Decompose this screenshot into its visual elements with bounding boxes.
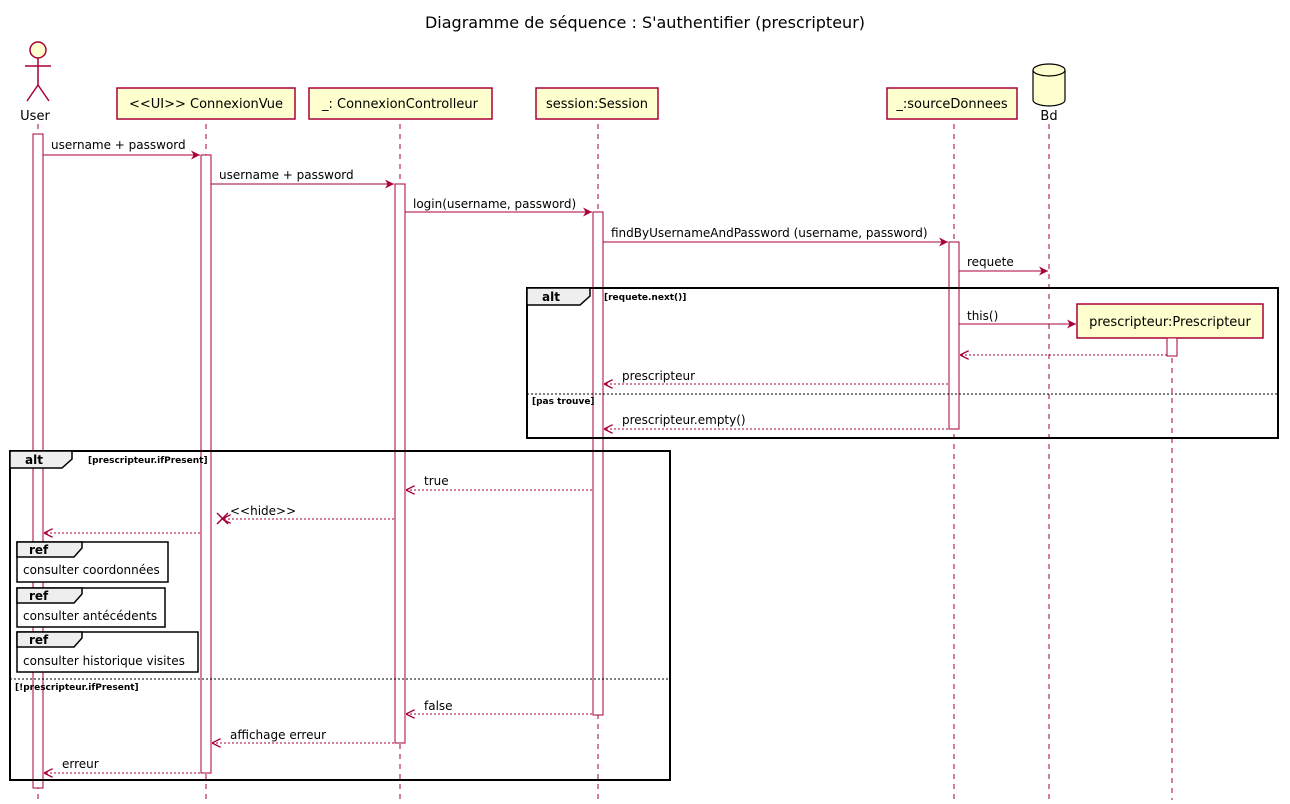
participant-label-connexion-controlleur: _: ConnexionControlleur [321, 97, 479, 112]
alt-guard: [prescripteur.ifPresent] [88, 456, 208, 466]
alt-fragment-keyword: alt [25, 453, 43, 467]
message: affichage erreur [212, 728, 394, 743]
message-label: true [424, 474, 449, 488]
message: erreur [44, 757, 200, 773]
message-label: findByUsernameAndPassword (username, pas… [611, 226, 928, 240]
message: login(username, password) [405, 197, 592, 217]
message-label: this() [967, 309, 998, 323]
message-label: login(username, password) [413, 197, 576, 211]
diagram-title: Diagramme de séquence : S'authentifier (… [425, 13, 865, 32]
participant-label-prescripteur: prescripteur:Prescripteur [1089, 315, 1251, 330]
ref-keyword: ref [29, 633, 49, 647]
message: prescripteur.empty() [604, 413, 948, 429]
actor-user: User [20, 41, 51, 124]
message: requete [959, 255, 1048, 276]
participant-bd: Bd [1032, 63, 1066, 124]
ref-keyword: ref [29, 589, 49, 603]
ref-keyword: ref [29, 543, 49, 557]
database-icon [1032, 63, 1066, 107]
stick-figure-icon [25, 41, 51, 102]
destroy-icon [216, 512, 229, 525]
participant-source-donnees: _:sourceDonnees [886, 87, 1018, 120]
ref-label: consulter antécédents [23, 609, 157, 623]
participant-label-source-donnees: _:sourceDonnees [895, 97, 1007, 112]
alt-guard: [pas trouve] [532, 397, 595, 407]
participant-label-bd: Bd [1040, 109, 1057, 124]
message-label: affichage erreur [230, 728, 326, 742]
ref-label: consulter coordonnées [23, 563, 160, 577]
ref-fragment-antecedents: ref consulter antécédents [16, 587, 166, 628]
alt-guard: [!prescripteur.ifPresent] [15, 683, 139, 693]
message-label: username + password [219, 168, 354, 182]
participant-label-session: session:Session [546, 97, 648, 112]
message: prescripteur [604, 369, 948, 384]
alt-fragment-prescripteur: alt [prescripteur.ifPresent] [!prescript… [9, 450, 671, 781]
message-label: prescripteur.empty() [622, 413, 746, 427]
message-label: prescripteur [622, 369, 695, 383]
message-label: <<hide>> [230, 504, 296, 518]
message: this() [959, 309, 1076, 329]
activation-prescripteur [1166, 337, 1178, 357]
participant-label-user: User [20, 109, 50, 124]
activation-connexion-vue [200, 154, 212, 774]
message-label: requete [967, 255, 1014, 269]
message: username + password [43, 138, 200, 160]
message: <<hide>> [216, 504, 394, 525]
message: true [406, 474, 592, 490]
participant-prescripteur: prescripteur:Prescripteur [1076, 303, 1264, 339]
ref-label: consulter historique visites [23, 654, 185, 668]
ref-fragment-coordonnees: ref consulter coordonnées [16, 541, 169, 583]
participant-label-connexion-vue: <<UI>> ConnexionVue [129, 97, 283, 112]
message: false [406, 699, 592, 714]
alt-fragment-requete: alt [requete.next()] [pas trouve] [526, 287, 1279, 439]
message-label: false [424, 699, 453, 713]
activation-connexion-controlleur [394, 183, 406, 744]
participant-session: session:Session [535, 87, 659, 120]
activation-source-donnees [948, 241, 960, 430]
message: username + password [211, 168, 394, 189]
activation-session [592, 211, 604, 716]
message: findByUsernameAndPassword (username, pas… [603, 226, 948, 247]
alt-fragment-keyword: alt [542, 290, 560, 304]
participant-connexion-controlleur: _: ConnexionControlleur [308, 87, 493, 120]
message-label: username + password [51, 138, 186, 152]
participant-connexion-vue: <<UI>> ConnexionVue [116, 87, 296, 120]
ref-fragment-historique: ref consulter historique visites [16, 631, 199, 673]
message-label: erreur [62, 757, 99, 771]
alt-guard: [requete.next()] [604, 293, 686, 303]
